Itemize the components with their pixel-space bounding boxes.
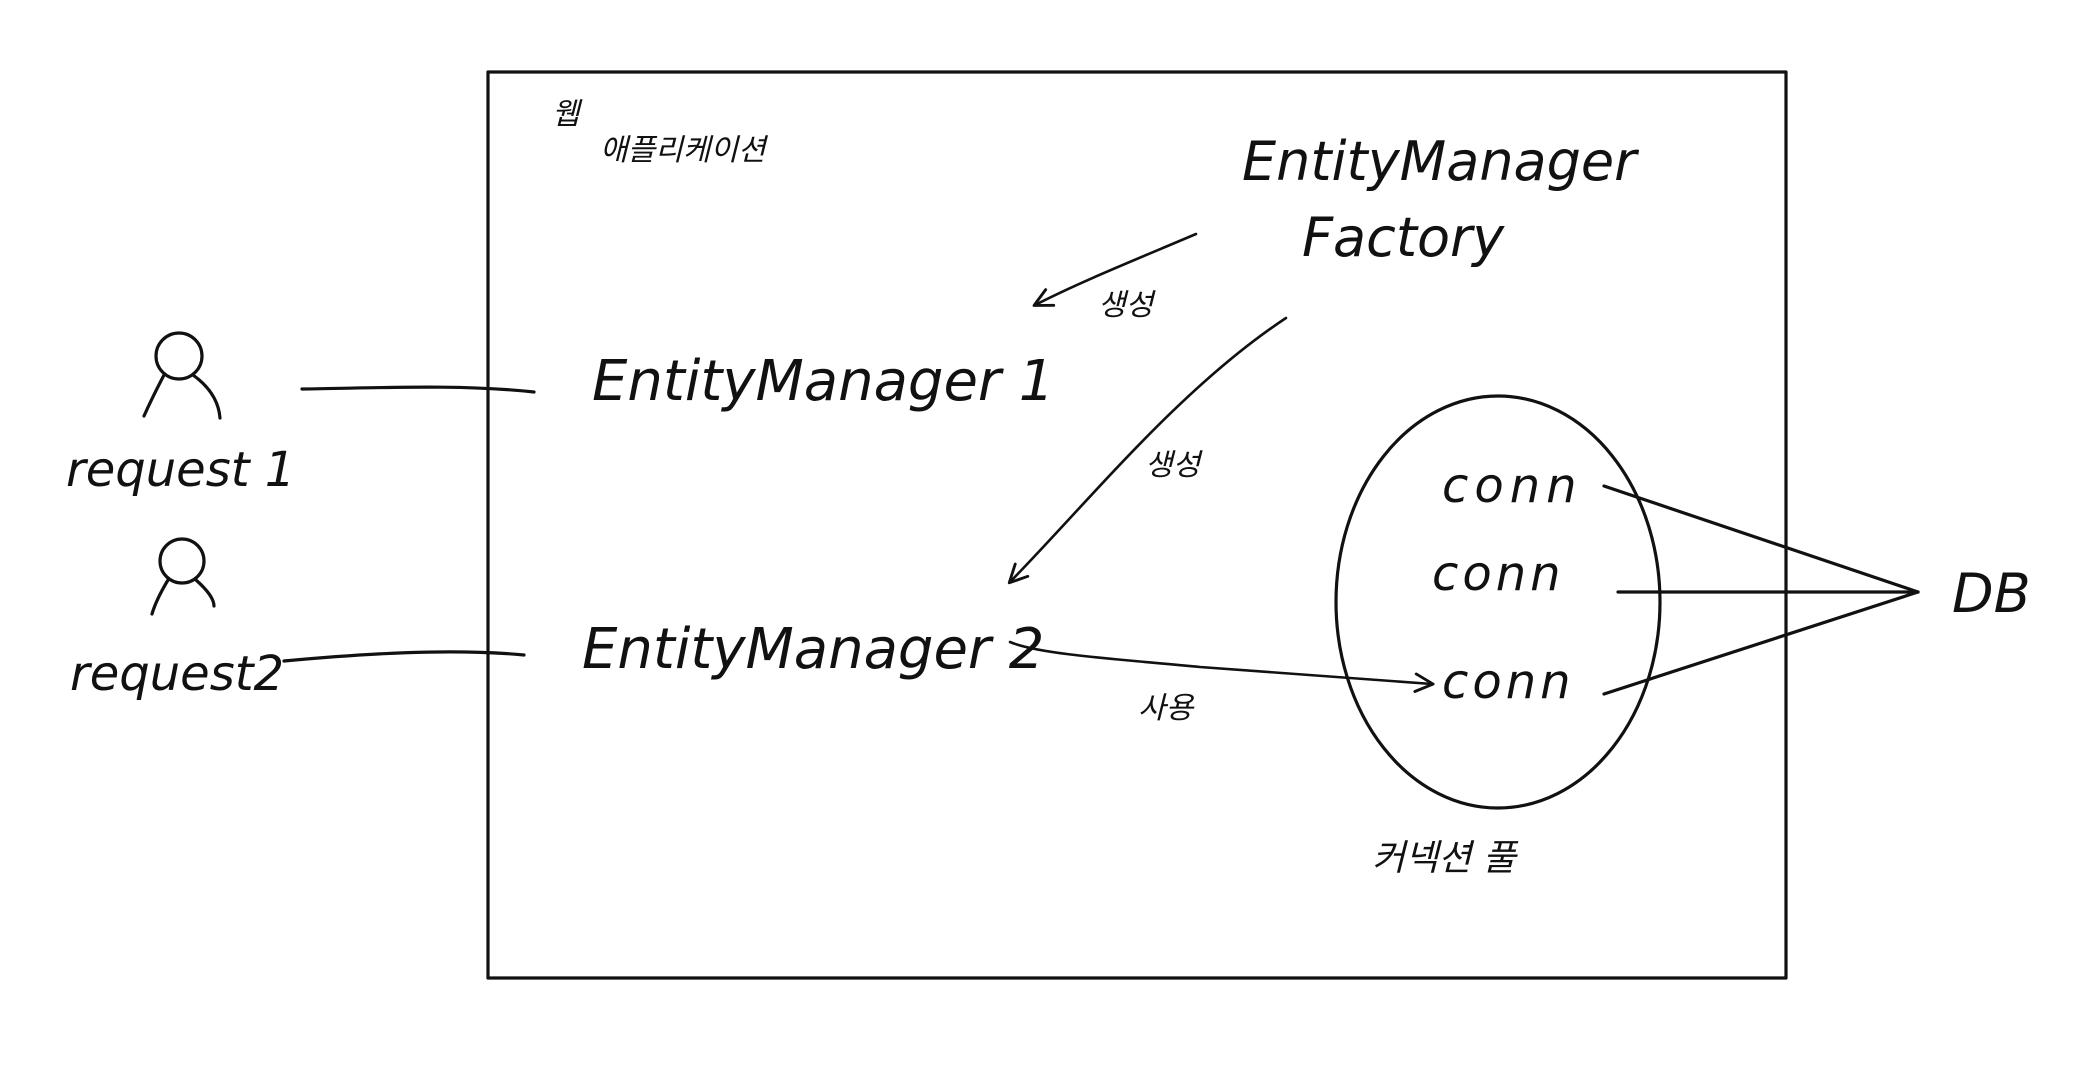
use-arrow [1008,640,1435,693]
connection-3-label: conn [1442,654,1575,710]
create-label-2: 생성 [1145,448,1204,483]
connection-pool-ellipse [1334,394,1662,810]
entity-manager-factory-label-line1: EntityManager [1242,130,1639,193]
connection-2-label: conn [1432,546,1565,602]
request-2-link [282,650,526,663]
create-arrow-2 [1007,316,1288,585]
request-1-label: request 1 [66,442,295,498]
person-outline-icon [142,331,222,420]
request-1-link [300,385,536,394]
db-link-1 [1602,484,1920,594]
create-arrow-1 [1032,232,1198,307]
connection-pool-label: 커넥션 풀 [1372,838,1519,879]
connection-1-label: conn [1442,458,1583,514]
request-2-label: request2 [70,646,284,702]
entity-manager-factory-label-line2: Factory [1302,206,1505,269]
db-label: DB [1952,562,2031,625]
entity-manager-1-label: EntityManager 1 [592,349,1054,414]
person-outline-icon [150,537,216,616]
web-application-box [486,70,1788,980]
web-app-label-line2: 애플리케이션 [600,133,769,168]
web-app-label-line1: 웹 [552,97,583,132]
create-label-1: 생성 [1098,288,1157,323]
entity-manager-2-label: EntityManager 2 [582,617,1044,682]
use-label: 사용 [1138,691,1195,726]
db-link-3 [1602,590,1920,696]
